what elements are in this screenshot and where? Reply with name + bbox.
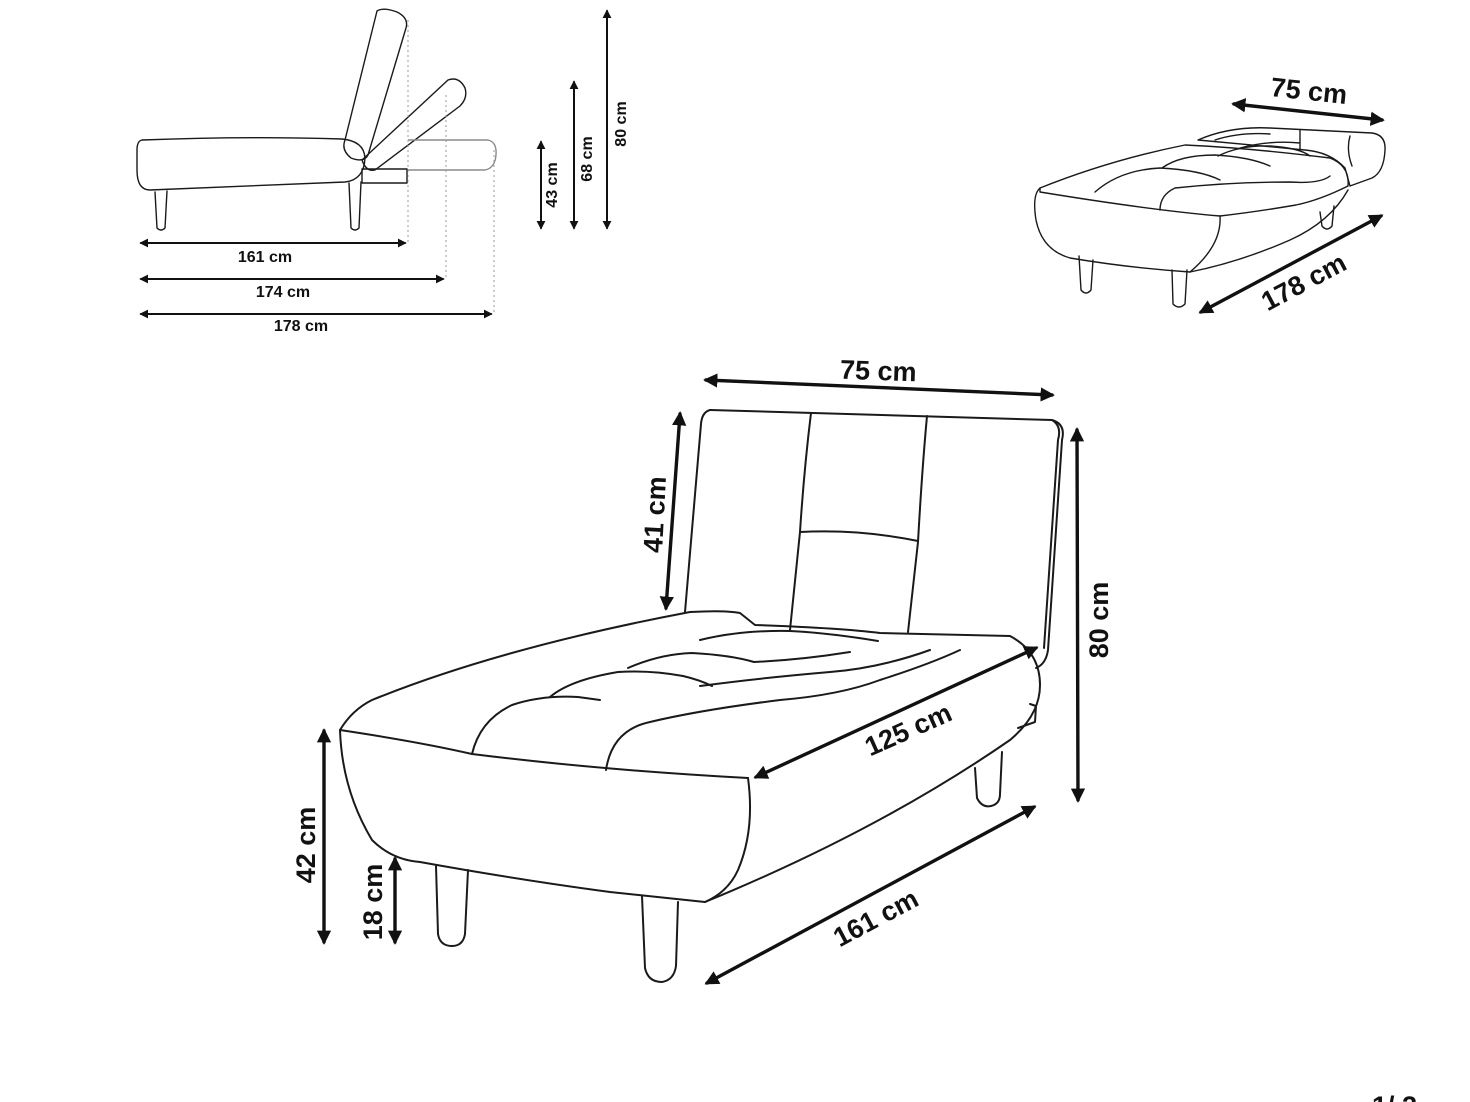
side-length-174-label: 174 cm: [256, 284, 310, 301]
side-view-dimensions: [139, 9, 612, 319]
bed-width-label: 75 cm: [1269, 72, 1348, 110]
side-length-161-label: 161 cm: [238, 249, 292, 266]
side-height-80-label: 80 cm: [613, 101, 630, 146]
bed-view-dimensions: [1198, 98, 1385, 314]
main-view-dimensions: [316, 373, 1086, 985]
main-view-drawing: [339, 409, 1064, 983]
side-height-68-label: 68 cm: [579, 136, 596, 181]
page-indicator: 1/ 2: [1372, 1091, 1417, 1102]
main-back-height-label: 41 cm: [638, 476, 672, 554]
main-seat-height-label: 42 cm: [291, 807, 321, 884]
side-length-178-label: 178 cm: [274, 318, 328, 335]
main-width-label: 75 cm: [840, 355, 918, 388]
side-height-43-label: 43 cm: [544, 162, 561, 207]
main-total-height-label: 80 cm: [1084, 582, 1114, 659]
main-leg-height-label: 18 cm: [358, 864, 388, 941]
side-view-drawing: [136, 8, 497, 314]
